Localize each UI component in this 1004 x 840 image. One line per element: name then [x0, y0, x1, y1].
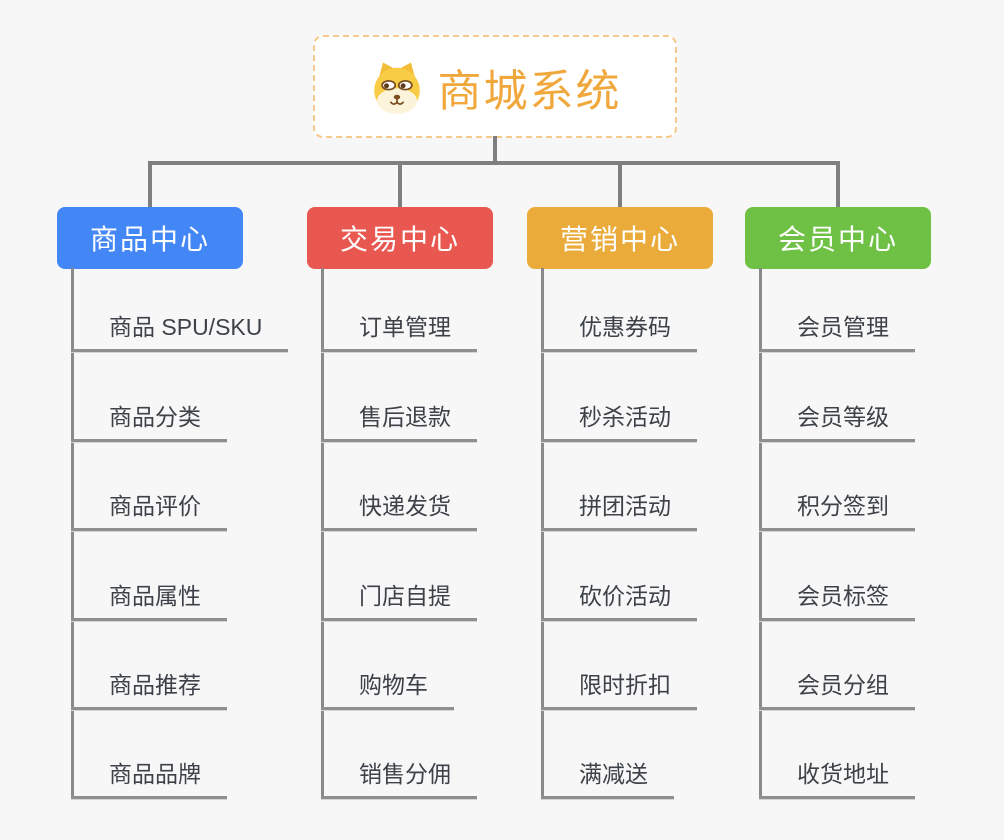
leaf-row: 会员分组 — [759, 621, 915, 710]
leaf-topic[interactable]: 商品属性 — [71, 577, 227, 621]
dog-face-icon — [369, 59, 425, 115]
leaf-topic[interactable]: 商品 SPU/SKU — [71, 308, 289, 353]
leaf-row: 快递发货 — [321, 442, 477, 532]
leaf-topic[interactable]: 商品分类 — [71, 398, 227, 442]
leaf-row: 优惠券码 — [541, 263, 697, 353]
leaf-row: 商品推荐 — [71, 621, 288, 710]
leaf-row: 秒杀活动 — [541, 352, 697, 442]
leaf-row: 商品评价 — [71, 442, 288, 532]
leaf-row: 收货地址 — [759, 710, 915, 800]
leaf-row: 商品品牌 — [71, 710, 288, 800]
connector-branch-trunk — [541, 268, 544, 800]
branch-topic[interactable]: 营销中心 — [527, 207, 713, 269]
leaf-topic[interactable]: 秒杀活动 — [541, 398, 697, 442]
leaf-row: 售后退款 — [321, 352, 477, 442]
branch-title: 营销中心 — [559, 224, 680, 255]
branch-topic[interactable]: 交易中心 — [307, 207, 493, 269]
leaf-topic[interactable]: 商品推荐 — [71, 666, 227, 710]
branch-title: 商品中心 — [89, 224, 210, 255]
leaf-row: 订单管理 — [321, 263, 477, 353]
leaf-topic[interactable]: 会员分组 — [759, 666, 915, 710]
leaf-row: 商品属性 — [71, 531, 288, 621]
leaf-topic[interactable]: 拼团活动 — [541, 487, 697, 532]
connector-branch-drop — [836, 163, 840, 208]
branch-children: 优惠券码秒杀活动拼团活动砍价活动限时折扣满减送 — [541, 263, 697, 800]
leaf-topic[interactable]: 订单管理 — [321, 308, 477, 353]
leaf-topic[interactable]: 售后退款 — [321, 398, 477, 442]
leaf-row: 拼团活动 — [541, 442, 697, 532]
connector-branch-trunk — [71, 268, 74, 800]
connector-branch-drop — [618, 163, 622, 208]
branch-title: 交易中心 — [339, 224, 460, 255]
root-topic[interactable]: 商城系统 — [313, 35, 677, 138]
leaf-topic[interactable]: 快递发货 — [321, 487, 477, 532]
leaf-topic[interactable]: 会员标签 — [759, 577, 915, 621]
connector-branch-drop — [398, 163, 402, 208]
branch-children: 会员管理会员等级积分签到会员标签会员分组收货地址 — [759, 263, 915, 800]
branch-topic[interactable]: 会员中心 — [745, 207, 931, 269]
leaf-row: 商品 SPU/SKU — [71, 263, 289, 353]
leaf-topic[interactable]: 优惠券码 — [541, 308, 697, 353]
connector-horizontal-bar — [148, 161, 840, 165]
leaf-topic[interactable]: 砍价活动 — [541, 577, 697, 621]
leaf-row: 积分签到 — [759, 442, 915, 532]
leaf-row: 会员等级 — [759, 352, 915, 442]
leaf-row: 销售分佣 — [321, 710, 477, 800]
leaf-row: 会员标签 — [759, 531, 915, 621]
leaf-row: 门店自提 — [321, 531, 477, 621]
leaf-topic[interactable]: 积分签到 — [759, 487, 915, 532]
root-title: 商城系统 — [437, 66, 622, 116]
leaf-topic[interactable]: 门店自提 — [321, 577, 477, 621]
branch-children: 订单管理售后退款快递发货门店自提购物车销售分佣 — [321, 263, 477, 800]
leaf-row: 满减送 — [541, 710, 697, 800]
leaf-topic[interactable]: 商品评价 — [71, 487, 227, 532]
leaf-topic[interactable]: 会员管理 — [759, 308, 915, 353]
connector-branch-trunk — [321, 268, 324, 800]
leaf-row: 购物车 — [321, 621, 477, 710]
leaf-row: 会员管理 — [759, 263, 915, 353]
leaf-topic[interactable]: 满减送 — [541, 755, 674, 800]
connector-branch-drop — [148, 163, 152, 208]
leaf-topic[interactable]: 商品品牌 — [71, 755, 227, 800]
leaf-row: 限时折扣 — [541, 621, 697, 710]
connector-branch-trunk — [759, 268, 762, 800]
leaf-topic[interactable]: 购物车 — [321, 666, 454, 710]
branch-title: 会员中心 — [777, 224, 898, 255]
branch-topic[interactable]: 商品中心 — [57, 207, 243, 269]
leaf-row: 商品分类 — [71, 352, 288, 442]
leaf-topic[interactable]: 销售分佣 — [321, 755, 477, 800]
leaf-topic[interactable]: 收货地址 — [759, 755, 915, 800]
leaf-topic[interactable]: 会员等级 — [759, 398, 915, 442]
leaf-topic[interactable]: 限时折扣 — [541, 666, 697, 710]
connector-root-drop — [493, 136, 497, 165]
branch-children: 商品 SPU/SKU 商品分类商品评价商品属性商品推荐商品品牌 — [71, 263, 289, 800]
leaf-row: 砍价活动 — [541, 531, 697, 621]
